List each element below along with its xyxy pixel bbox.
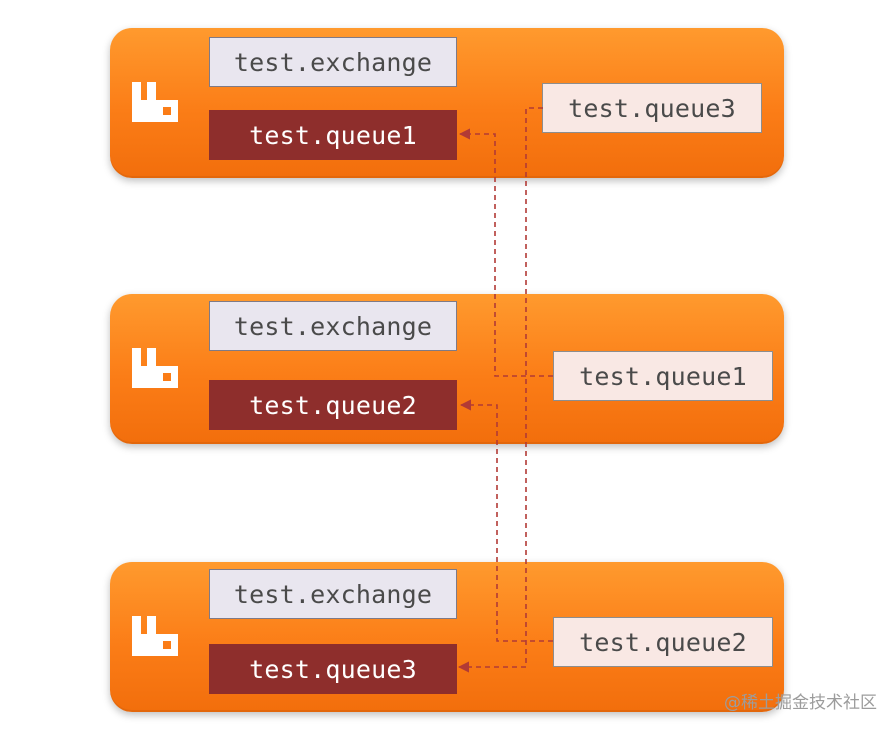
mirror-queue-box[interactable]: test.queue3	[542, 83, 762, 133]
rabbitmq-logo-icon	[132, 348, 178, 388]
rabbitmq-node-2: test.exchange test.queue2 test.queue1	[110, 294, 784, 444]
rabbitmq-node-1: test.exchange test.queue1 test.queue3	[110, 28, 784, 178]
rabbitmq-logo-icon	[132, 82, 178, 122]
queue-box[interactable]: test.queue1	[209, 110, 457, 160]
mirror-queue-box[interactable]: test.queue1	[553, 351, 773, 401]
queue-box[interactable]: test.queue3	[209, 644, 457, 694]
watermark: @稀土掘金技术社区	[724, 693, 877, 713]
mirror-queue-box[interactable]: test.queue2	[553, 617, 773, 667]
rabbitmq-logo-icon	[132, 616, 178, 656]
rabbitmq-node-3: test.exchange test.queue3 test.queue2	[110, 562, 784, 712]
exchange-box[interactable]: test.exchange	[209, 569, 457, 619]
exchange-box[interactable]: test.exchange	[209, 37, 457, 87]
queue-box[interactable]: test.queue2	[209, 380, 457, 430]
exchange-box[interactable]: test.exchange	[209, 301, 457, 351]
